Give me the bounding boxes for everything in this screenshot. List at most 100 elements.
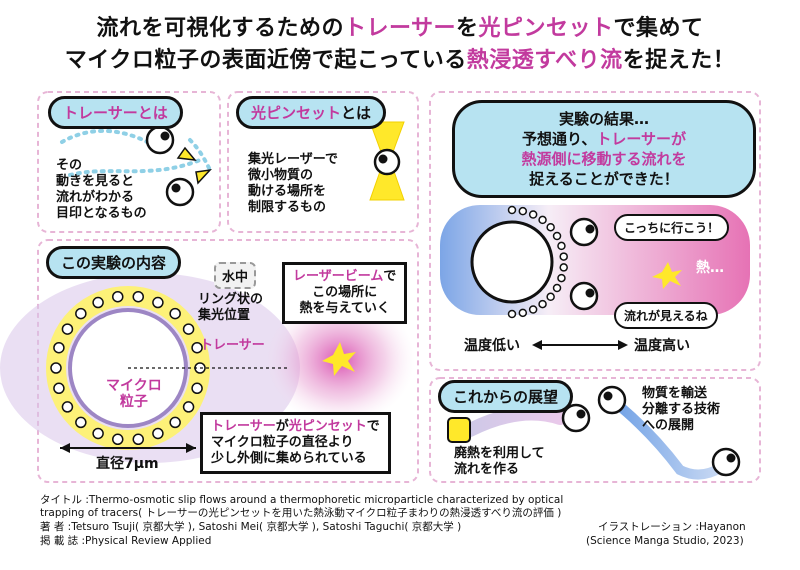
tracer-dot — [507, 309, 517, 319]
result-highlight: トレーサーが — [596, 130, 687, 148]
result-tracer-dots — [507, 205, 568, 319]
tracer-dot — [132, 433, 144, 446]
ring-label-line: リング状の — [198, 292, 264, 307]
tracer-eye-icon — [726, 453, 736, 463]
panel-tracer — [37, 91, 221, 233]
tracer-note-text: で — [366, 419, 380, 434]
trapped-particle-icon — [373, 148, 401, 176]
arrow-left-icon — [60, 443, 70, 453]
tracer-dot — [152, 296, 164, 309]
tracer-dot — [538, 299, 547, 309]
tracer-dot — [546, 222, 555, 232]
footer-title: タイトル :Thermo-osmotic slip flows around a… — [40, 494, 564, 506]
tweezers-description-line: 制限するもの — [248, 200, 327, 215]
temp-high-label: 温度高い — [634, 338, 690, 354]
tracer-dot — [61, 323, 74, 335]
arrow-right-icon — [186, 443, 196, 453]
future-right-text: 物質を輸送 分離する技術 への展開 — [642, 386, 720, 434]
tracer-trajectory-upper — [60, 128, 162, 152]
title-text: を捉えた！ — [622, 48, 736, 73]
heading-tweezers-suffix: とは — [341, 104, 372, 122]
tracer-dot — [552, 283, 562, 293]
tracer-note-highlight: 光ピンセット — [288, 419, 367, 434]
footer-credit-studio: (Science Manga Studio, 2023) — [586, 535, 744, 547]
heat-label: 熱… — [696, 260, 724, 276]
diameter-label: 直径7µm — [96, 456, 159, 472]
future-left-line: 流れを作る — [454, 462, 520, 477]
tracer-note-line: 少し外側に集められている — [211, 451, 367, 466]
title-text: で集めて — [613, 16, 704, 41]
heat-spark-icon — [322, 342, 356, 376]
arrow-right-icon — [618, 340, 628, 350]
tracer-dot — [92, 296, 104, 309]
tweezers-description-line: 動ける場所を — [248, 184, 327, 199]
tracer-description-line: 目印となるもの — [56, 206, 147, 221]
tracer-eye-icon — [160, 131, 170, 141]
tweezers-description-line: 微小物質の — [248, 168, 314, 183]
heat-spark-icon — [652, 262, 682, 289]
result-highlight: 熱源側に移動する流れを — [521, 150, 687, 168]
tracer-dot — [507, 205, 517, 215]
particle-label: マイクロ 粒子 — [106, 378, 162, 410]
footer-journal: 掲 載 誌 :Physical Review Applied — [40, 535, 212, 547]
tweezers-description: 集光レーザーで 微小物質の 動ける場所を 制限するもの — [248, 152, 338, 216]
tracer-eye-icon — [585, 288, 595, 298]
tracer-dot — [112, 290, 124, 303]
transport-stream-icon — [607, 395, 725, 480]
tracer-trajectory-right — [188, 138, 212, 172]
arrow-icon — [176, 146, 197, 161]
tracer-dot — [112, 433, 124, 446]
heading-tweezers: 光ピンセットとは — [236, 96, 387, 129]
future-right-line: 分離する技術 — [642, 402, 721, 417]
future-right-line: への展開 — [642, 418, 695, 433]
tracer-dot — [552, 231, 562, 241]
arrow-left-icon — [532, 340, 542, 350]
tracer-dot — [92, 427, 104, 440]
laser-note: レーザービームで この場所に 熱を与えていく — [282, 262, 408, 324]
panel-result — [429, 91, 761, 371]
trapped-particle-eye-icon — [378, 154, 388, 164]
tracer-dot — [191, 382, 203, 395]
title-line-2: マイクロ粒子の表面近傍で起こっている熱浸透すべり流を捉えた！ — [0, 42, 800, 74]
heading-tweezers-highlight: 光ピンセット — [251, 104, 342, 122]
footer-title-cont: trapping of tracers( トレーサーの光ピンセットを用いた熱泳動… — [40, 507, 562, 519]
tracer-character-icon — [711, 447, 741, 477]
tracer-dot — [191, 341, 203, 354]
title-highlight-tweezers: 光ピンセット — [478, 16, 614, 41]
water-label: 水中 — [214, 262, 257, 289]
tracer-eye-icon — [576, 409, 586, 419]
tracer-note-highlight: トレーサー — [211, 419, 276, 434]
footer-credit: イラストレーション :Hayanon — [598, 521, 746, 533]
tracer-dot — [182, 401, 195, 413]
tracer-dot — [559, 252, 568, 261]
tracer-dot — [182, 323, 195, 335]
speech-bubble-flow: 流れが見えるね — [614, 302, 718, 329]
tracer-description-line: その — [56, 158, 83, 173]
laser-note-line: 熱を与えていく — [299, 301, 390, 316]
tracer-dot — [557, 241, 566, 251]
tracer-dot — [50, 362, 62, 374]
tracer-trajectory-lower — [68, 158, 202, 177]
tracer-dot — [528, 305, 538, 314]
tracer-note-text: が — [275, 419, 289, 434]
tracer-dot — [75, 416, 87, 429]
title-text: 流れを可視化するための — [96, 16, 344, 41]
particle-label-line: マイクロ — [106, 378, 162, 394]
tracer-character-icon — [145, 125, 175, 155]
speech-bubble-go: こっちに行こう！ — [614, 214, 730, 241]
future-right-line: 物質を輸送 — [642, 386, 708, 401]
particle-label-line: 粒子 — [119, 394, 148, 410]
ring-label: リング状の 集光位置 — [198, 292, 263, 324]
heading-future: これからの展望 — [438, 380, 574, 413]
result-particle — [470, 220, 554, 304]
title-text: を — [456, 16, 479, 41]
heat-source-icon — [447, 417, 471, 443]
heading-experiment: この実験の内容 — [46, 246, 182, 279]
tracer-ring — [50, 290, 206, 446]
tracer-note: トレーサーが光ピンセットで マイクロ粒子の直径より 少し外側に集められている — [200, 412, 391, 474]
heading-tracer: トレーサーとは — [48, 96, 183, 129]
tweezers-description-line: 集光レーザーで — [248, 152, 338, 167]
tracer-eye-icon — [603, 391, 613, 401]
tracer-dot — [75, 307, 87, 320]
